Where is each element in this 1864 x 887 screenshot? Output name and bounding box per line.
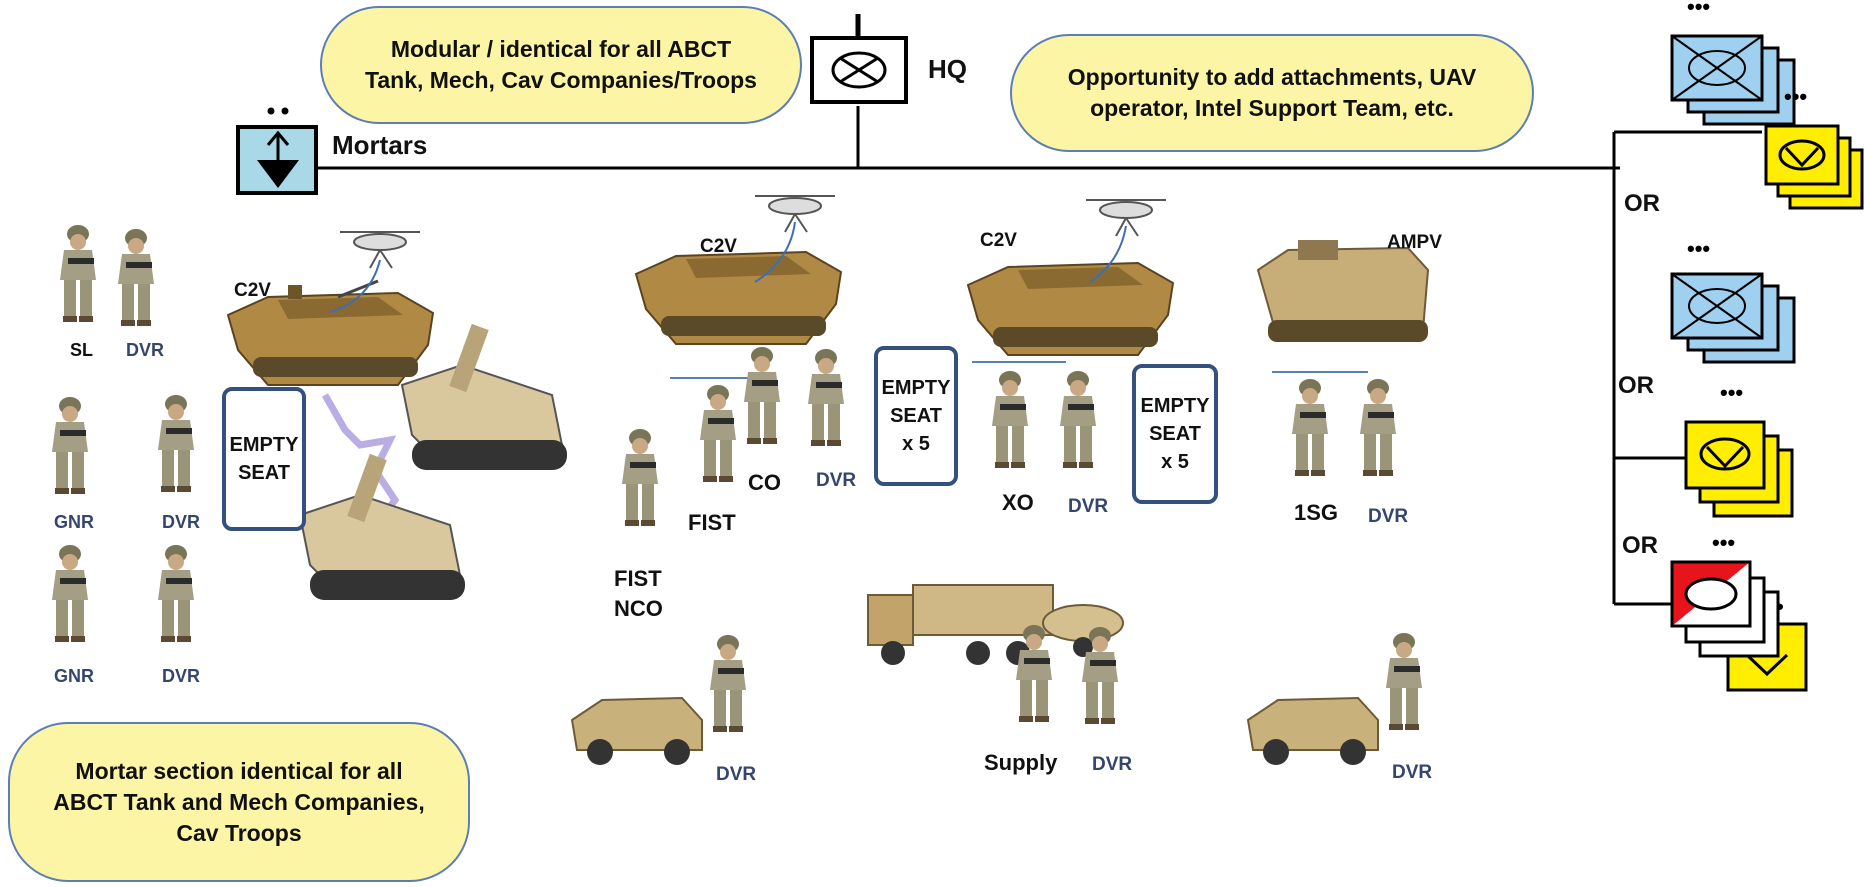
c2v-label-xo: C2V: [980, 230, 1017, 251]
lightning-effect: [321, 393, 400, 523]
c2v-vehicle-xo-icon: [966, 261, 1175, 356]
soldier-figure-icon: [60, 225, 96, 322]
uav-drone-icon-1: [340, 231, 420, 269]
dot-6: •: [1776, 594, 1784, 619]
role-dvr-xo: DVR: [1068, 496, 1109, 517]
empty-seat-co: EMPTY SEAT x 5: [874, 346, 958, 486]
or-label-1: OR: [1624, 190, 1660, 217]
role-fist: FIST: [688, 510, 736, 535]
soldier-figure-icon: [158, 545, 194, 642]
dots-1: •••: [1687, 0, 1710, 19]
soldier-figure-icon: [622, 429, 658, 526]
option-infantry-stack-icon: •••: [1670, 0, 1796, 126]
uav-link-2: [754, 221, 796, 283]
soldier-figure-icon: [1082, 627, 1118, 724]
soldier-figure-icon: [992, 371, 1028, 468]
uav-link-1: [329, 259, 381, 313]
option-armor-stack-icon-1: •••: [1764, 84, 1864, 210]
role-1sg: 1SG: [1294, 500, 1339, 525]
mortar-symbol-icon: [236, 107, 318, 195]
option-infantry-stack-icon-2: •••: [1670, 236, 1796, 364]
soldier-figure-icon: [52, 545, 88, 642]
dots-3: •••: [1687, 236, 1710, 261]
c2v-label-mortar: C2V: [234, 280, 271, 301]
role-gnr-1: GNR: [54, 512, 94, 532]
soldier-figure-icon: [710, 635, 746, 732]
role-fist-nco: FIST NCO: [614, 566, 663, 621]
role-dvr-jltv-1: DVR: [716, 764, 757, 785]
soldier-figure-icon: [1360, 379, 1396, 476]
hq-symbol-icon: [810, 36, 908, 104]
soldier-figure-icon: [1386, 633, 1422, 730]
jltv-vehicle-icon-1: [570, 696, 703, 765]
uav-link-3: [1089, 225, 1127, 283]
supply-truck-icon: [867, 584, 1124, 665]
jltv-vehicle-icon-2: [1246, 696, 1379, 765]
soldier-figure-icon: [118, 229, 154, 326]
robotic-mortar-vehicle-2-icon: [298, 453, 465, 600]
role-dvr-mortar-2: DVR: [162, 512, 201, 532]
c2v-label-co: C2V: [700, 236, 737, 257]
soldiers-layer: [52, 225, 1422, 732]
dots-5: •••: [1712, 530, 1735, 555]
empty-seat-mortar: EMPTY SEAT: [222, 387, 306, 531]
ampv-label: AMPV: [1387, 232, 1442, 253]
dots-4: •••: [1720, 380, 1743, 405]
callout-mortar-section: Mortar section identical for all ABCT Ta…: [8, 722, 470, 882]
uav-drone-icon-3: [1086, 199, 1166, 237]
role-dvr-jltv-2: DVR: [1392, 762, 1433, 783]
ampv-vehicle-icon: [1256, 240, 1430, 342]
role-gnr-2: GNR: [54, 666, 94, 686]
or-label-2: OR: [1618, 372, 1654, 399]
role-xo: XO: [1002, 490, 1034, 515]
mortars-label: Mortars: [332, 130, 428, 160]
soldier-figure-icon: [744, 347, 780, 444]
dots-2: •••: [1784, 84, 1807, 109]
soldier-figure-icon: [1060, 371, 1096, 468]
soldier-figure-icon: [1016, 625, 1052, 722]
c2v-vehicle-co-icon: [634, 250, 843, 345]
role-co: CO: [748, 470, 781, 495]
robotic-mortar-vehicle-1-icon: [400, 323, 567, 470]
option-armor-stack-icon-2: •••: [1684, 380, 1794, 518]
soldier-figure-icon: [158, 395, 194, 492]
role-dvr-supply: DVR: [1092, 754, 1133, 775]
or-label-3: OR: [1622, 532, 1658, 559]
c2v-vehicle-mortar-icon: [226, 279, 435, 386]
hq-label: HQ: [928, 54, 967, 84]
soldier-figure-icon: [700, 385, 736, 482]
option-recon-stack-icon: ••• •: [1670, 530, 1808, 692]
soldier-figure-icon: [1292, 379, 1328, 476]
soldier-figure-icon: [52, 397, 88, 494]
empty-seat-xo: EMPTY SEAT x 5: [1132, 364, 1218, 504]
uav-drone-icon-2: [755, 195, 835, 233]
role-dvr-mortar-3: DVR: [162, 666, 201, 686]
role-sl: SL: [70, 340, 94, 360]
callout-modular: Modular / identical for all ABCT Tank, M…: [320, 6, 802, 124]
role-supply: Supply: [984, 750, 1058, 775]
role-dvr-co: DVR: [816, 470, 857, 491]
role-dvr-mortar-1: DVR: [126, 340, 165, 360]
callout-opportunity: Opportunity to add attachments, UAV oper…: [1010, 34, 1534, 152]
role-dvr-1sg: DVR: [1368, 506, 1409, 527]
soldier-figure-icon: [808, 349, 844, 446]
